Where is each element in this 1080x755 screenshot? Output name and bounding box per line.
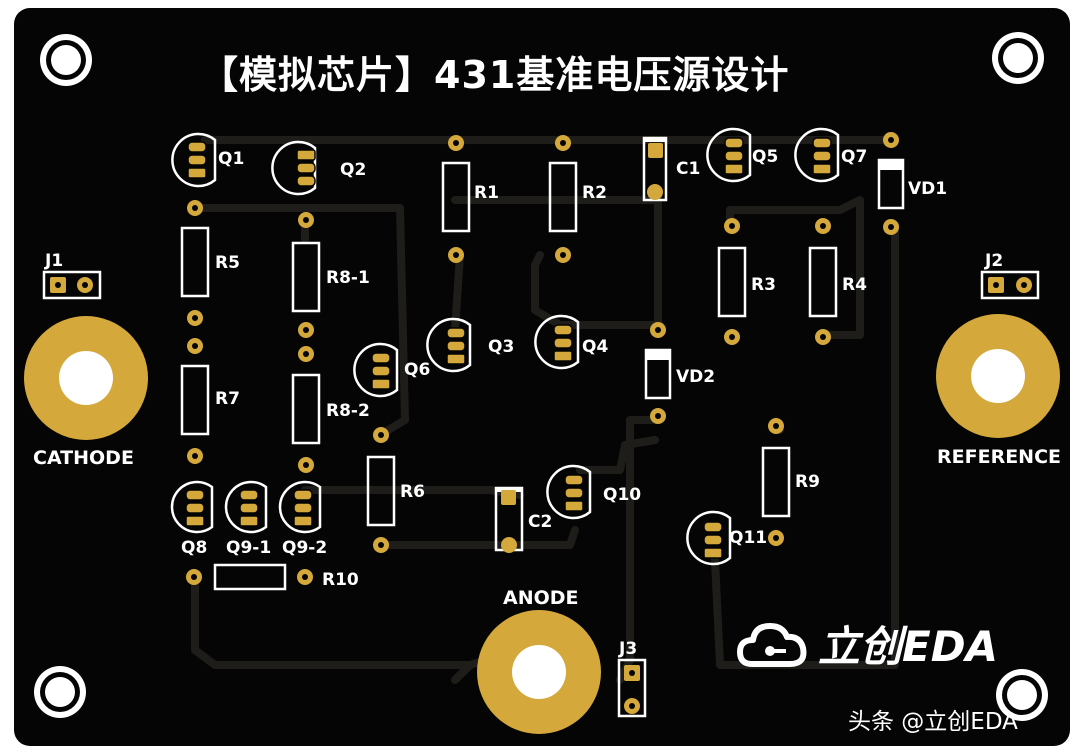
label-q4: Q4 <box>582 337 608 357</box>
board-title: 【模拟芯片】431基准电压源设计 <box>200 53 790 97</box>
label-q2: Q2 <box>340 160 366 180</box>
q2-pads <box>296 149 316 187</box>
q4-outline <box>534 314 580 370</box>
q3-pads <box>446 327 466 365</box>
q2-outline <box>271 140 317 196</box>
vd2-band <box>646 350 670 360</box>
label-r4: R4 <box>842 275 867 295</box>
lceda-logo-text: 立创EDA <box>818 622 999 671</box>
label-j3: J3 <box>618 639 637 659</box>
pad-holes <box>191 137 894 580</box>
q6-outline <box>353 342 399 398</box>
j1-outline <box>42 270 102 300</box>
label-r7: R7 <box>215 389 240 409</box>
label-reference: REFERENCE <box>937 446 1061 468</box>
label-q1: Q1 <box>218 149 244 169</box>
label-r1: R1 <box>474 183 499 203</box>
label-anode: ANODE <box>503 587 579 609</box>
q7-pads <box>812 137 832 175</box>
label-vd2: VD2 <box>676 367 715 387</box>
label-vd1: VD1 <box>908 179 947 199</box>
r4-body <box>808 246 838 318</box>
label-q9-1: Q9-1 <box>226 538 271 558</box>
c1-band <box>644 138 666 142</box>
label-q10: Q10 <box>603 485 641 505</box>
mounting-holes <box>34 32 1048 721</box>
label-c1: C1 <box>676 159 700 179</box>
r5-body <box>180 226 210 298</box>
q11-outline <box>686 510 732 566</box>
label-q5: Q5 <box>752 147 778 167</box>
label-r6: R6 <box>400 482 425 502</box>
label-r5: R5 <box>215 253 240 273</box>
label-j1: J1 <box>44 251 63 271</box>
q10-outline <box>546 464 592 520</box>
label-cathode: CATHODE <box>33 447 134 469</box>
label-q3: Q3 <box>488 337 514 357</box>
j3-outline <box>617 658 647 718</box>
j2-outline <box>980 270 1040 300</box>
r3-body <box>717 246 747 318</box>
q9-2-pads <box>293 489 313 527</box>
labels: Q1 Q2 Q3 Q4 Q5 Q6 Q7 Q8 Q9-1 Q9-2 Q10 Q1… <box>33 147 1061 659</box>
q9-1-pads <box>239 489 259 527</box>
r8-2-body <box>291 373 321 445</box>
q4-pads <box>553 324 573 362</box>
label-q9-2: Q9-2 <box>282 538 327 558</box>
r10-body <box>213 563 287 591</box>
label-r8-2: R8-2 <box>326 401 370 421</box>
q11-pads <box>703 521 723 559</box>
q10-pads <box>564 474 584 512</box>
q7-outline <box>794 127 840 183</box>
q6-pads <box>371 352 391 390</box>
q9-2-outline <box>278 480 322 534</box>
label-q6: Q6 <box>404 360 430 380</box>
label-r3: R3 <box>751 275 776 295</box>
cloud-logo-icon <box>737 623 807 667</box>
label-r2: R2 <box>582 183 607 203</box>
label-r9: R9 <box>795 472 820 492</box>
r7-body <box>180 364 210 436</box>
q5-pads <box>724 137 744 175</box>
q1-outline <box>171 132 217 188</box>
q9-1-outline <box>224 480 268 534</box>
tht-pads <box>50 132 1032 714</box>
q8-outline <box>170 480 214 534</box>
vd1-band <box>879 160 903 170</box>
label-r8-1: R8-1 <box>326 268 370 288</box>
capacitor-pads <box>501 143 663 553</box>
r2-body <box>548 161 578 233</box>
label-r10: R10 <box>322 570 359 590</box>
label-j2: J2 <box>984 251 1003 271</box>
q5-outline <box>706 127 752 183</box>
q1-pads <box>187 141 207 179</box>
q8-pads <box>185 489 205 527</box>
label-q11: Q11 <box>729 528 767 548</box>
watermark: 头条 @立创EDA <box>848 709 1018 735</box>
header-pads <box>50 277 1032 714</box>
r9-body <box>761 446 791 518</box>
label-c2: C2 <box>528 512 552 532</box>
r1-body <box>441 161 471 233</box>
label-q7: Q7 <box>841 147 867 167</box>
r6-body <box>366 455 396 527</box>
label-q8: Q8 <box>181 538 207 558</box>
terminal-pads <box>24 314 1060 734</box>
board-outline <box>14 8 1070 746</box>
r8-1-body <box>291 241 321 313</box>
q3-outline <box>426 317 472 373</box>
